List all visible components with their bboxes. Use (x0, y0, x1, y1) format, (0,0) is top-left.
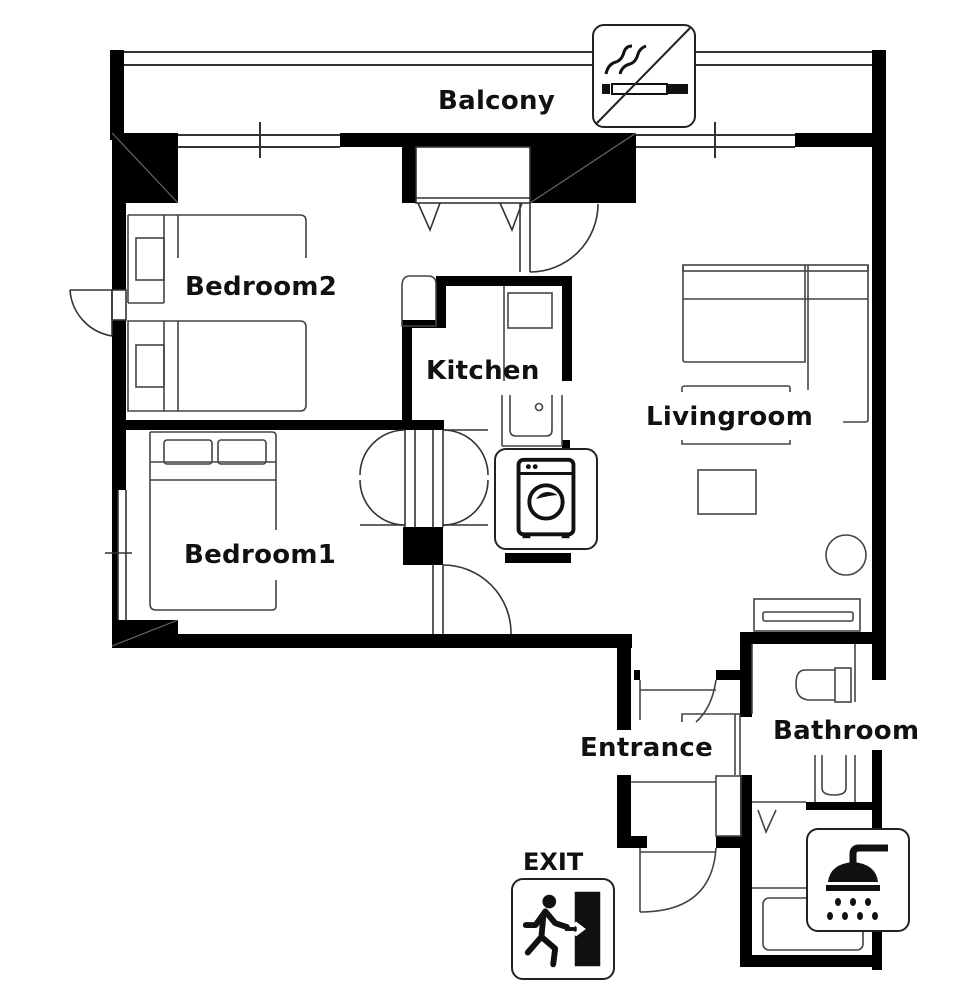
washing-machine-icon (516, 457, 576, 539)
furniture (127, 214, 869, 951)
closet (415, 146, 531, 204)
room-label-bedroom2: Bedroom2 (185, 272, 338, 302)
shower-sign (806, 828, 910, 932)
room-label-balcony: Balcony (438, 86, 556, 116)
room-label-bedroom1: Bedroom1 (184, 540, 337, 570)
room-label-bathroom: Bathroom (773, 716, 920, 746)
exit-sign (511, 878, 615, 980)
no-smoking-icon (595, 27, 691, 125)
room-label-entrance: Entrance (580, 733, 714, 763)
room-label-livingroom: Livingroom (646, 402, 814, 432)
exit-label: EXIT (523, 848, 584, 876)
shower-icon (826, 844, 888, 920)
washing-machine-sign (494, 448, 598, 550)
no-smoking-sign (592, 24, 696, 128)
exit-icon (522, 891, 601, 968)
room-label-kitchen: Kitchen (426, 356, 540, 386)
